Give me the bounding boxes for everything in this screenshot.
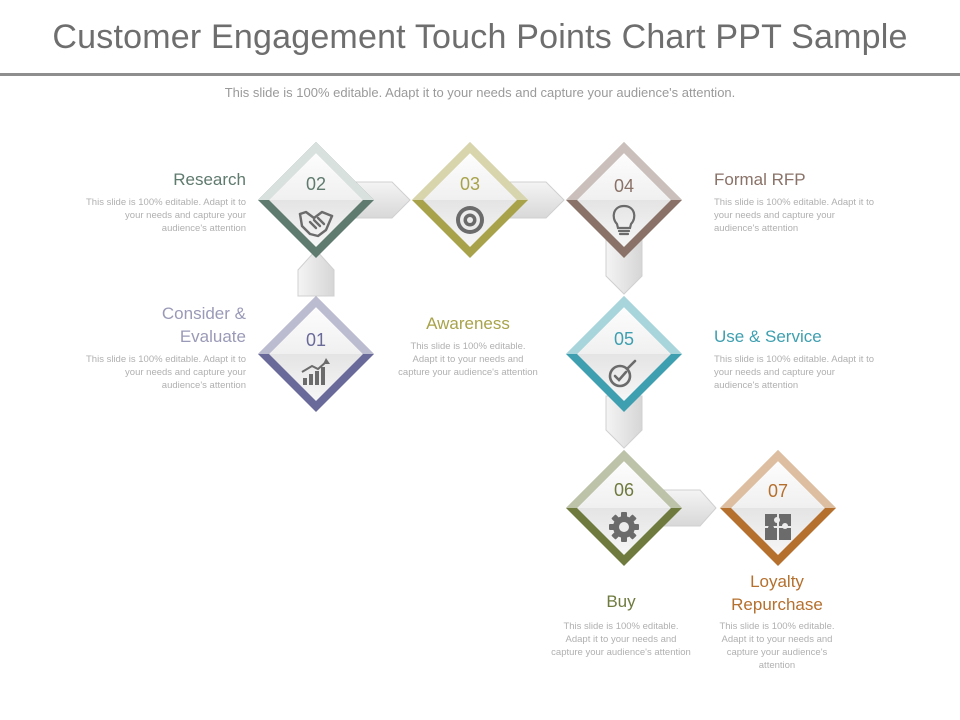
step-number-02: 02 [305, 174, 327, 194]
step-desc-formal-rfp: This slide is 100% editable. Adapt it to… [714, 197, 875, 234]
step-label-formal-rfp: Formal RFP [714, 170, 806, 189]
lightbulb-icon [612, 204, 636, 236]
step-label-research: Research [173, 170, 246, 189]
step-label-consider: Consider & Evaluate [86, 302, 246, 348]
step-desc-awareness: This slide is 100% editable. Adapt it to… [398, 341, 538, 378]
diamond-05 [566, 296, 682, 412]
diamond-07 [720, 450, 836, 566]
slide-subtitle: This slide is 100% editable. Adapt it to… [224, 85, 736, 100]
step-number-03: 03 [459, 174, 481, 194]
step-label-awareness: Awareness [426, 314, 510, 333]
target-icon [456, 206, 484, 234]
step-desc-loyalty: This slide is 100% editable. Adapt it to… [719, 621, 835, 671]
step-number-07: 07 [767, 481, 789, 501]
step-desc-consider: This slide is 100% editable. Adapt it to… [86, 354, 247, 391]
diamond-06 [566, 450, 682, 566]
step-number-06: 06 [613, 480, 635, 500]
step-desc-use-service: This slide is 100% editable. Adapt it to… [714, 354, 875, 391]
step-label-consider-line2: Evaluate [179, 327, 246, 346]
step-number-05: 05 [613, 329, 635, 349]
step-label-buy: Buy [606, 592, 636, 611]
step-label-loyalty-line2: Repurchase [731, 595, 823, 614]
step-label-use-service: Use & Service [714, 327, 822, 346]
diamond-01 [258, 296, 374, 412]
step-desc-buy: This slide is 100% editable. Adapt it to… [551, 621, 691, 658]
step-label-loyalty-line1: Loyalty [750, 572, 804, 591]
gear-icon [609, 512, 639, 542]
title-divider [0, 73, 960, 76]
step-label-loyalty: Loyalty Repurchase [706, 570, 848, 616]
growth-chart-icon [301, 358, 330, 385]
puzzle-icon [765, 514, 791, 540]
step-number-01: 01 [305, 330, 327, 350]
step-number-04: 04 [613, 176, 635, 196]
diamond-03 [412, 142, 528, 258]
handshake-icon [298, 210, 334, 238]
magnifier-check-icon [608, 359, 637, 388]
step-label-consider-line1: Consider & [161, 304, 246, 323]
slide-title: Customer Engagement Touch Points Chart P… [52, 18, 908, 56]
connector-01-02 [297, 249, 335, 297]
step-desc-research: This slide is 100% editable. Adapt it to… [86, 197, 247, 234]
diamond-02 [258, 142, 374, 258]
diamond-04 [566, 142, 682, 258]
